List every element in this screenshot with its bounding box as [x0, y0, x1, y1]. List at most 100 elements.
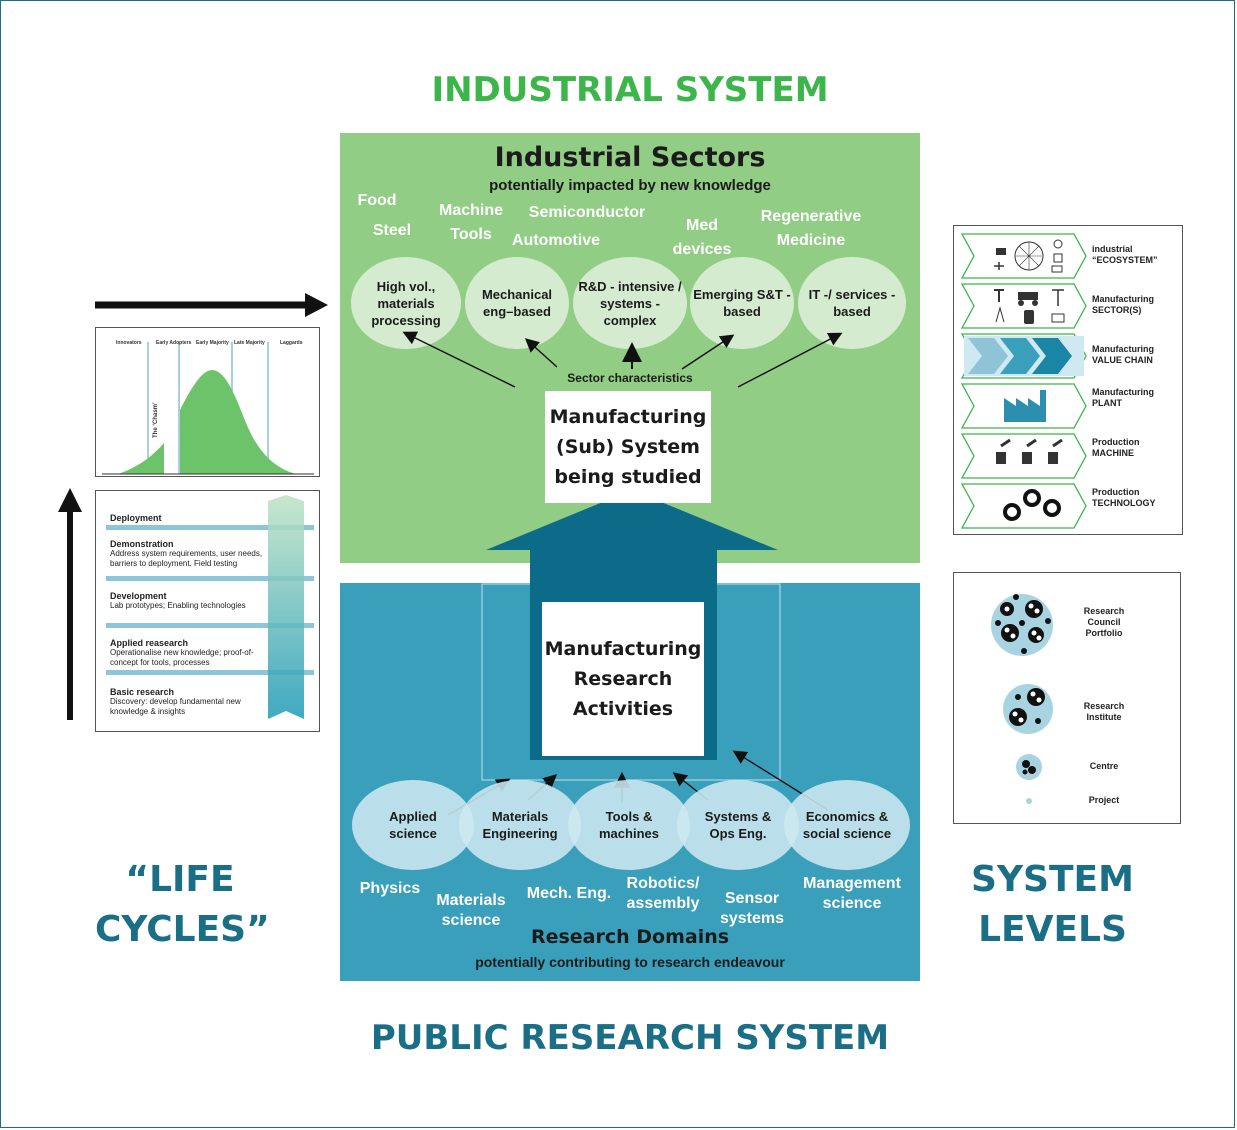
research-portfolio-panel: Research Council Portfolio Research Inst… [953, 572, 1181, 824]
portfolio-circles [991, 594, 1053, 804]
ellipse-label: based [833, 304, 871, 319]
ellipse-label: Systems & [704, 809, 772, 824]
ellipse-label: IT -/ services - [808, 287, 896, 302]
ellipse-label: Mechanical [481, 287, 553, 302]
research-activities-box: Manufacturing Research Activities [542, 602, 704, 756]
machine-icons [996, 438, 1063, 464]
segment-early-adopters: Early Adopters [156, 340, 192, 346]
sector-machine: Machine [438, 202, 503, 219]
sector-type-rd-intensive: R&D - intensive /systems - complex [573, 257, 687, 349]
life-cycles-title-line2: CYCLES” [95, 909, 270, 950]
level-label: “ECOSYSTEM” [1092, 255, 1158, 265]
research-institute-icon [1003, 684, 1053, 734]
portfolio-project: Project [1088, 795, 1120, 805]
sector-food: Food [357, 192, 397, 209]
sector-characteristics-label: Sector characteristics [567, 371, 693, 385]
sector-type-mechanical: Mechanical eng–based [465, 257, 569, 349]
domain-economics: Economics &social science [784, 780, 910, 870]
domain-assembly: assembly [626, 895, 700, 912]
vertical-arrow-head [58, 488, 82, 512]
portfolio-label: Portfolio [1085, 628, 1123, 638]
life-cycles-title-line1: “LIFE [125, 859, 235, 900]
stage-title: Development [110, 591, 167, 601]
domain-robotics: Robotics/ [626, 875, 700, 892]
ellipse-label: Ops Eng. [709, 826, 767, 841]
industrial-sectors-heading: Industrial Sectors [494, 142, 766, 173]
arrow-to-high-volume [402, 331, 516, 388]
level-label: VALUE CHAIN [1092, 355, 1153, 365]
research-domains-heading: Research Domains [530, 926, 730, 948]
sector-icons [994, 289, 1065, 324]
domain-management-science: science [822, 895, 882, 912]
chasm-label: The ‘Chasm’ [153, 402, 159, 438]
domain-tools-machines: Tools &machines [568, 780, 690, 870]
domain-materials-science: science [441, 912, 501, 929]
ellipse-label: based [723, 304, 761, 319]
sector-medicine: Medicine [776, 232, 846, 249]
sector-tools: Tools [450, 226, 492, 243]
domain-materials: Materials [436, 892, 506, 909]
ecosystem-icon [994, 239, 1063, 273]
domain-sensor-systems: systems [719, 910, 785, 927]
ellipse-label: machines [599, 826, 659, 841]
portfolio-label: Institute [1086, 712, 1122, 722]
life-cycle-stages [106, 495, 314, 719]
ellipse-label: eng–based [483, 304, 551, 319]
council-portfolio-icon [991, 594, 1053, 656]
public-research-system-title: PUBLIC RESEARCH SYSTEM [370, 1018, 890, 1058]
ellipse-label: High vol., materials [376, 278, 436, 311]
industrial-sectors-subheading: potentially impacted by new knowledge [489, 177, 771, 194]
ellipse-label: Applied [389, 809, 437, 824]
sector-type-it-services: IT -/ services - based [798, 257, 906, 349]
level-label: SECTOR(S) [1092, 305, 1142, 315]
system-levels-title-line1: SYSTEM [971, 859, 1134, 900]
ellipse-label: R&D - intensive / [578, 278, 682, 294]
level-label: TECHNOLOGY [1092, 498, 1156, 508]
ellipse-label: systems - complex [600, 295, 660, 328]
sector-steel: Steel [372, 222, 412, 239]
arrow-to-mechanical [524, 338, 558, 368]
stage-deployment: Deployment [110, 513, 270, 523]
portfolio-institute: Research Institute [1074, 701, 1134, 723]
segment-innovators: Innovators [116, 340, 142, 346]
center-box-line: Manufacturing [549, 406, 707, 428]
horizontal-arrow-head [305, 293, 328, 317]
factory-icon [1004, 390, 1046, 422]
sector-med: Med [686, 217, 718, 234]
stage-title: Deployment [110, 513, 162, 523]
level-label: MACHINE [1092, 448, 1134, 458]
level-label: Production [1092, 437, 1140, 447]
project-icon [1026, 798, 1032, 804]
level-label: Manufacturing [1092, 387, 1154, 397]
portfolio-label: Research [1083, 606, 1125, 616]
sector-devices: devices [672, 241, 732, 258]
centre-icon [1016, 754, 1042, 780]
sector-type-emerging: Emerging S&T -based [690, 257, 794, 349]
curve-majority [180, 370, 296, 474]
portfolio-council: Research Council Portfolio [1074, 606, 1134, 639]
curve-early [118, 443, 164, 474]
stage-description: Lab prototypes; Enabling technologies [110, 601, 246, 610]
research-domains-subheading: potentially contributing to research end… [475, 954, 785, 970]
domain-systems-ops: Systems & Ops Eng. [677, 780, 799, 870]
gears-icon [1003, 489, 1061, 521]
stage-description: Discovery: develop fundamental new knowl… [110, 697, 241, 716]
sector-automotive: Automotive [512, 232, 600, 249]
sector-regenerative: Regenerative [760, 208, 862, 225]
ellipse-label: social science [802, 826, 892, 841]
system-levels-title: SYSTEM LEVELS [960, 855, 1145, 955]
portfolio-centre: Centre [1089, 761, 1119, 771]
sector-semiconductor: Semiconductor [528, 204, 646, 221]
domain-physics: Physics [359, 880, 421, 897]
ellipse-label: Materials [491, 809, 549, 824]
